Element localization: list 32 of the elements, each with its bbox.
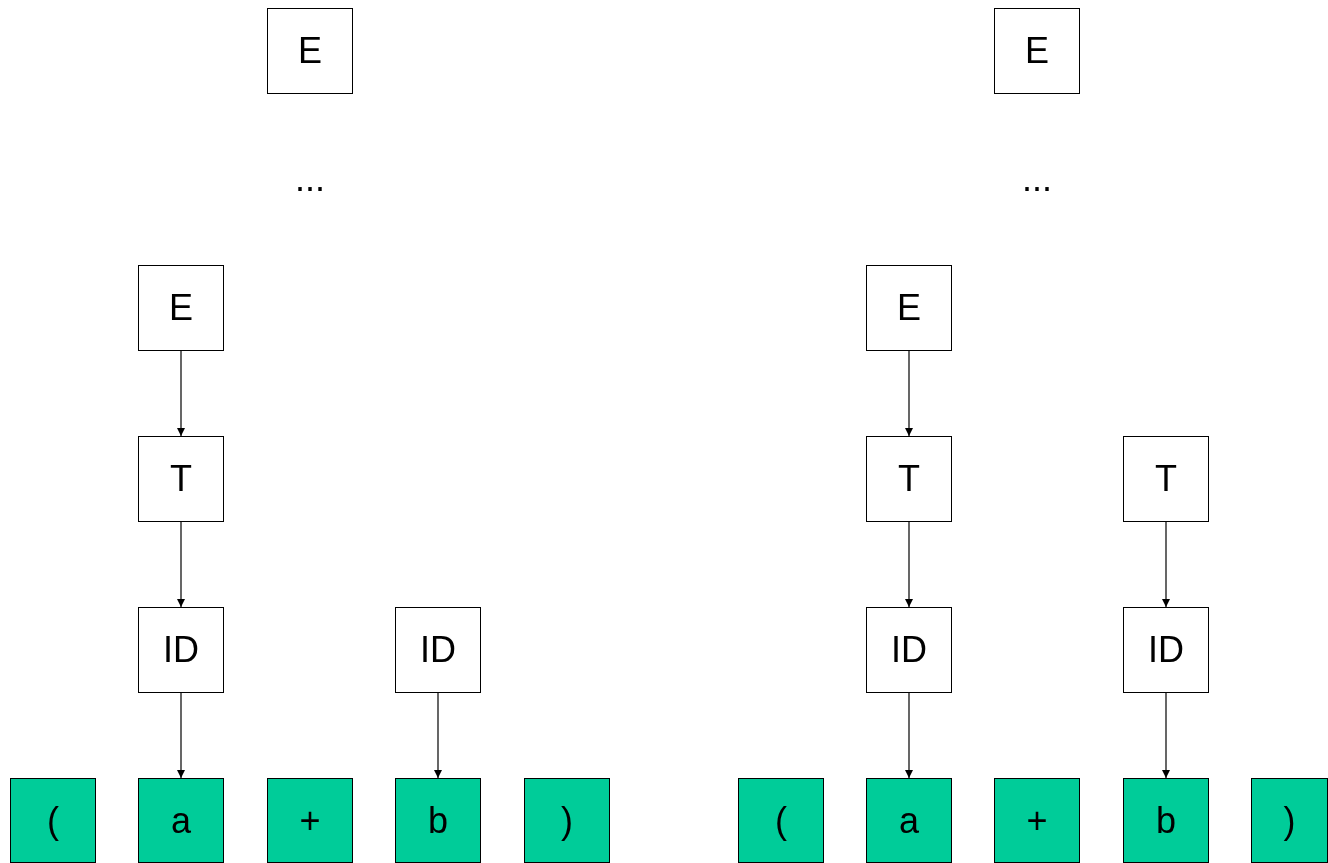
arrow <box>1162 521 1170 608</box>
token-box: a <box>866 778 952 863</box>
parse-node-box: E <box>994 8 1080 94</box>
parse-node-box: E <box>866 265 952 351</box>
token-box: ) <box>524 778 610 863</box>
token-box: ) <box>1251 778 1328 863</box>
parse-node-box: T <box>1123 436 1209 522</box>
arrow <box>177 350 185 437</box>
arrow <box>905 521 913 608</box>
parse-node-box: E <box>267 8 353 94</box>
ellipsis-text: ... <box>295 161 325 197</box>
arrow <box>905 350 913 437</box>
arrow <box>434 692 442 779</box>
parse-node-box: ID <box>138 607 224 693</box>
ellipsis-text: ... <box>1022 161 1052 197</box>
token-box: + <box>267 778 353 863</box>
parse-node-box: E <box>138 265 224 351</box>
parse-node-box: ID <box>866 607 952 693</box>
parse-node-box: ID <box>395 607 481 693</box>
token-box: b <box>1123 778 1209 863</box>
parse-node-box: ID <box>1123 607 1209 693</box>
parse-node-box: T <box>866 436 952 522</box>
arrow <box>177 521 185 608</box>
token-box: + <box>994 778 1080 863</box>
token-box: ( <box>738 778 824 863</box>
token-box: ( <box>10 778 96 863</box>
arrow <box>177 692 185 779</box>
arrow <box>905 692 913 779</box>
arrow <box>1162 692 1170 779</box>
token-box: a <box>138 778 224 863</box>
token-box: b <box>395 778 481 863</box>
parse-node-box: T <box>138 436 224 522</box>
